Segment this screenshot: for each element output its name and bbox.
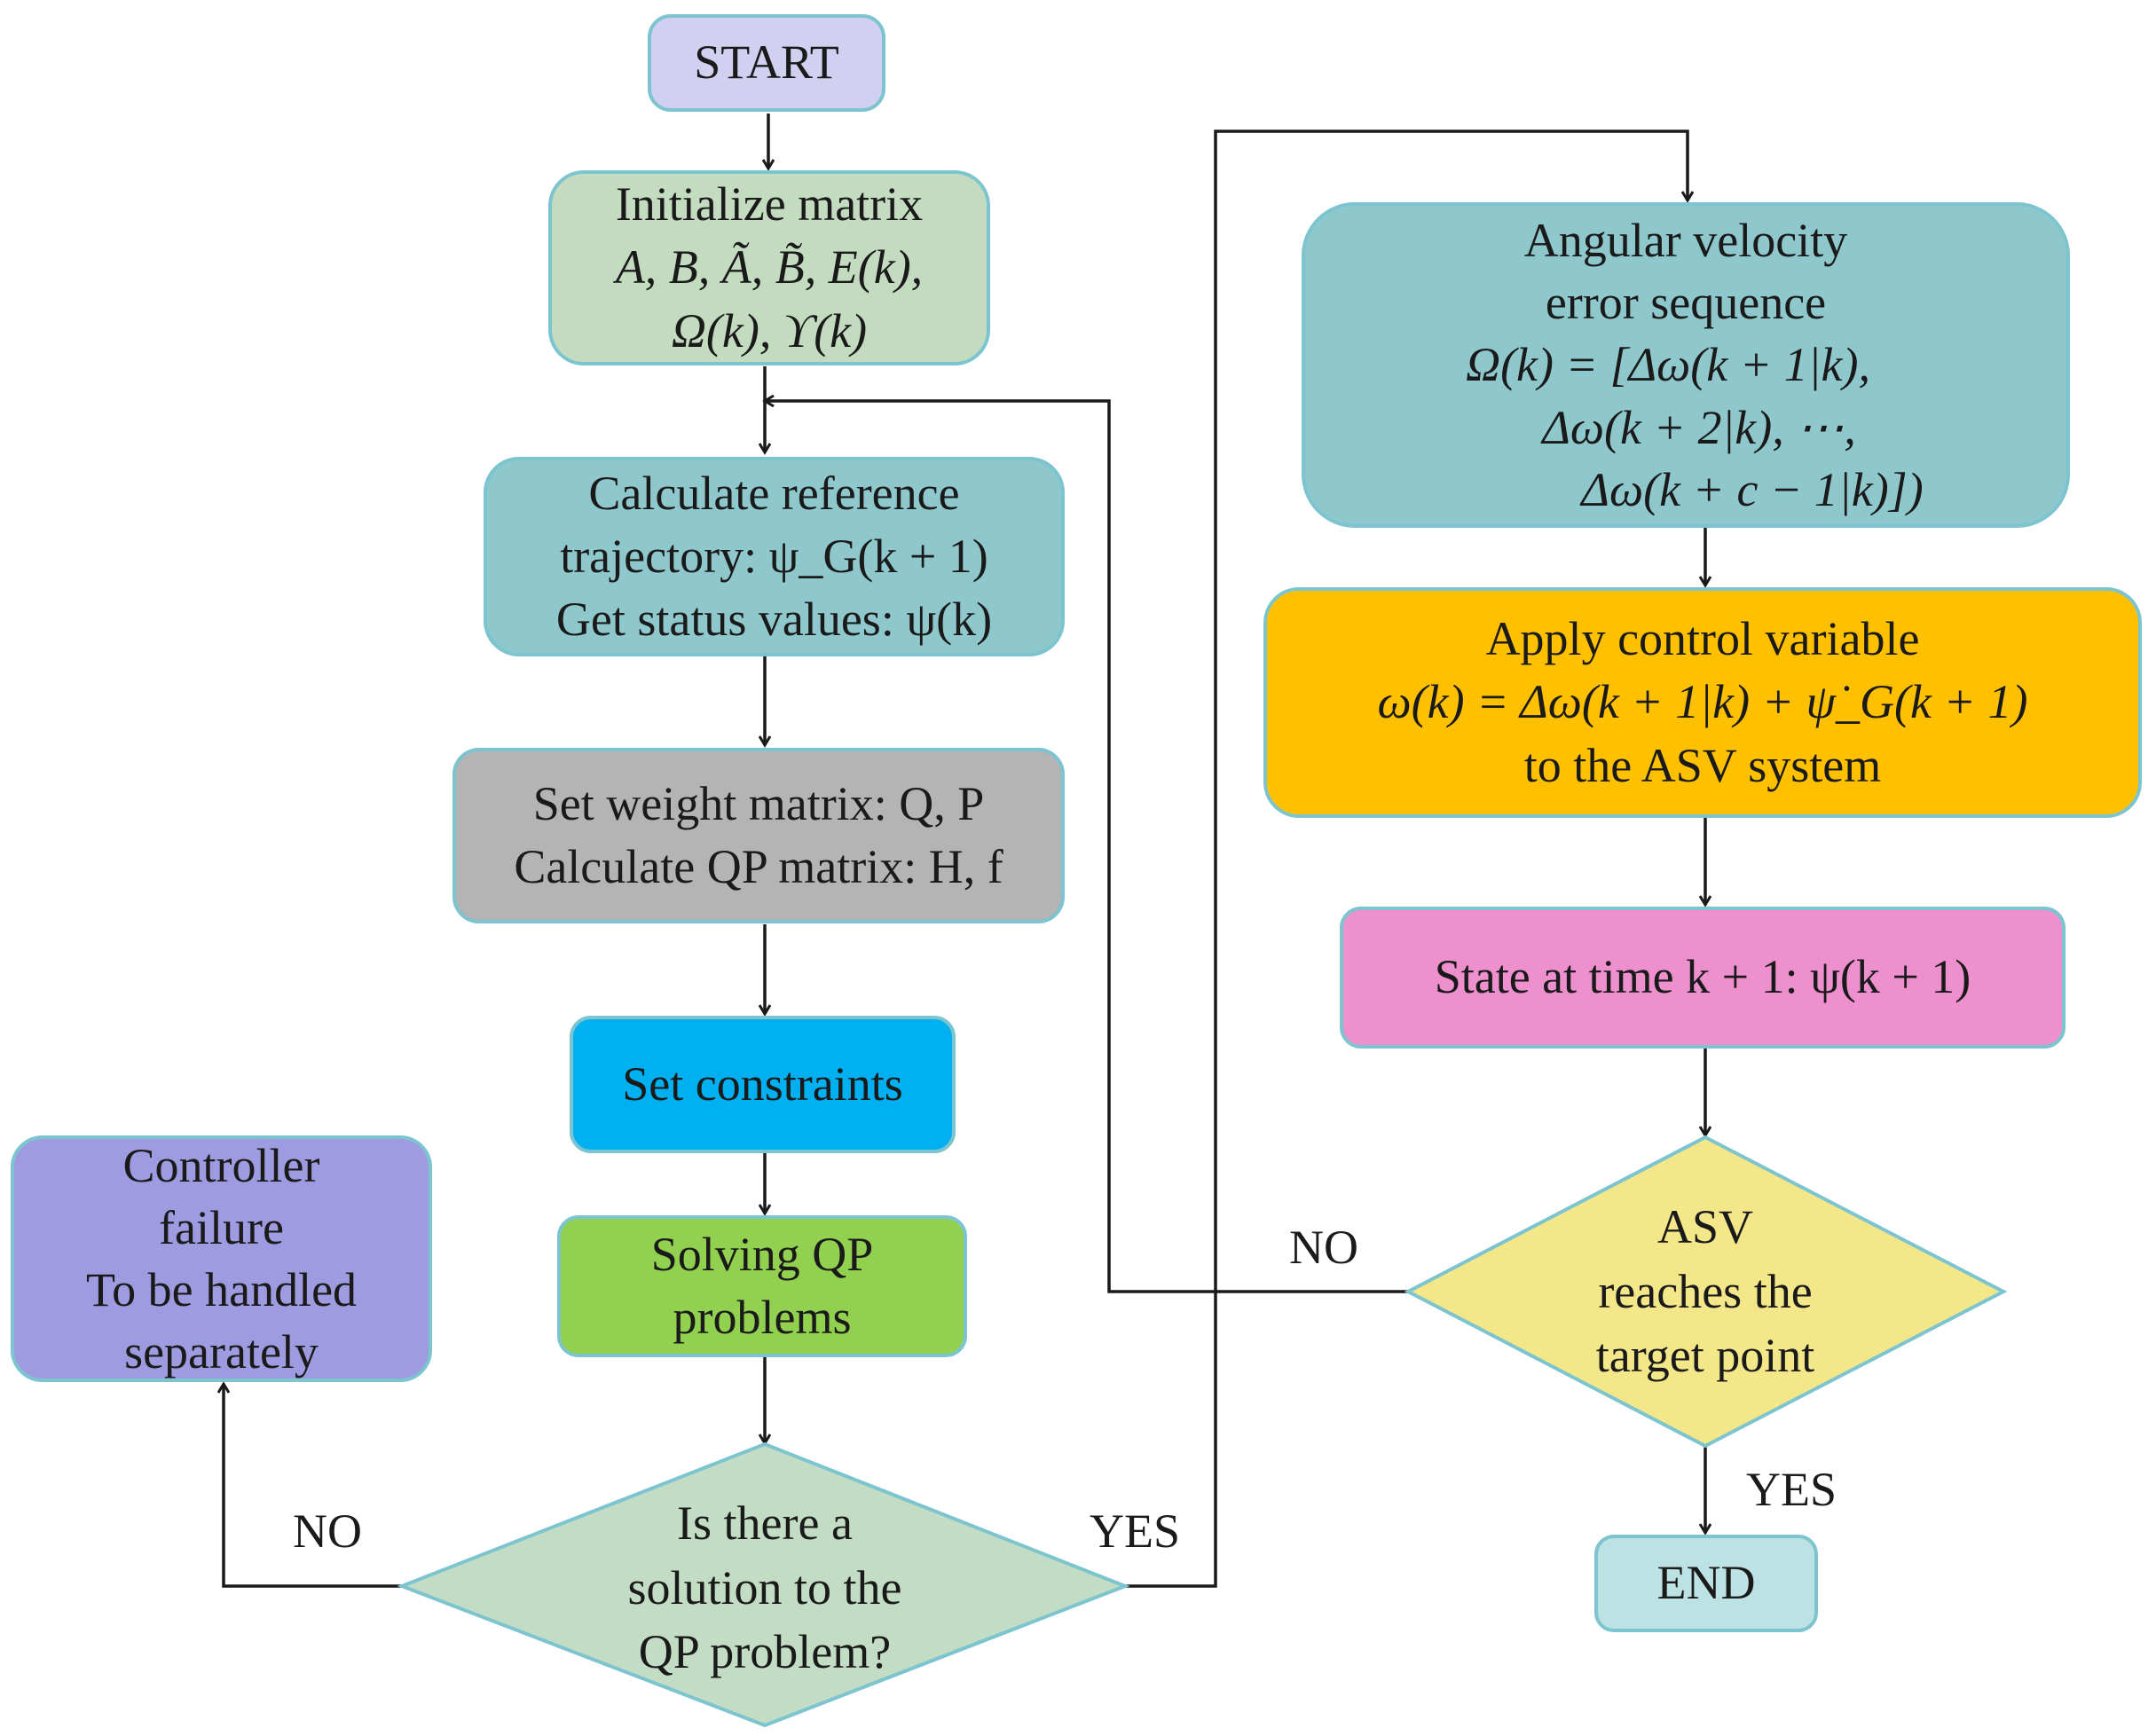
decision-target-shape xyxy=(1404,1135,2008,1449)
solution-line-2: solution to the xyxy=(627,1560,902,1614)
failure-node: Controller failure To be handled separat… xyxy=(11,1135,432,1382)
label-yes-end: YES xyxy=(1746,1463,1837,1516)
constraints-node: Set constraints xyxy=(570,1016,956,1153)
reference-line-1: Calculate reference xyxy=(588,466,960,520)
arrow-target-loop xyxy=(765,401,1408,1293)
failure-line-2: failure xyxy=(159,1200,284,1254)
angular-line-5: Δω(k + c − 1|k)]) xyxy=(1581,462,1924,516)
angular-node: Angular velocity error sequence Ω(k) = [… xyxy=(1302,202,2070,528)
angular-line-4: Δω(k + 2|k), ⋯, xyxy=(1542,400,1856,454)
solving-node: Solving QP problems xyxy=(557,1215,967,1357)
apply-line-2: ω(k) = Δω(k + 1|k) + ψ̇_G(k + 1) xyxy=(1377,675,2028,729)
start-node: START xyxy=(648,14,885,112)
solution-line-1: Is there a xyxy=(677,1496,853,1550)
initialize-node: Initialize matrix A, B, Ã, B̃, E(k), Ω(k… xyxy=(548,170,990,365)
reference-line-3: Get status values: ψ(k) xyxy=(555,593,993,647)
initialize-line-2: A, B, Ã, B̃, E(k), xyxy=(615,240,924,295)
weight-node: Set weight matrix: Q, P Calculate QP mat… xyxy=(452,748,1065,923)
constraints-text: Set constraints xyxy=(622,1057,903,1111)
failure-line-1: Controller xyxy=(122,1138,320,1192)
initialize-line-1: Initialize matrix xyxy=(615,177,924,232)
target-line-3: target point xyxy=(1595,1329,1815,1383)
initialize-line-3: Ω(k), ϒ(k) xyxy=(671,303,868,357)
apply-line-3: to the ASV system xyxy=(1523,738,1882,792)
angular-line-1: Angular velocity xyxy=(1523,214,1848,268)
decision-solution-text: Is there a solution to the QP problem? xyxy=(543,1490,987,1685)
solving-line-1: Solving QP xyxy=(650,1227,874,1281)
angular-line-3: Ω(k) = [Δω(k + 1|k), xyxy=(1466,338,1870,392)
label-yes-solution: YES xyxy=(1090,1504,1181,1558)
weight-line-1: Set weight matrix: Q, P xyxy=(532,776,985,830)
reference-node: Calculate reference trajectory: ψ_G(k + … xyxy=(484,457,1065,656)
end-text: END xyxy=(1656,1556,1756,1610)
failure-line-4: separately xyxy=(124,1325,319,1379)
state-node: State at time k + 1: ψ(k + 1) xyxy=(1340,907,2066,1049)
target-line-2: reaches the xyxy=(1598,1264,1813,1318)
solving-line-2: problems xyxy=(673,1291,852,1344)
decision-solution-shape xyxy=(397,1441,1130,1728)
start-text: START xyxy=(694,35,839,90)
angular-line-2: error sequence xyxy=(1545,276,1827,330)
arrow-decision-failure xyxy=(224,1384,402,1588)
label-no-target: NO xyxy=(1289,1221,1358,1274)
state-text: State at time k + 1: ψ(k + 1) xyxy=(1434,950,1971,1004)
apply-line-1: Apply control variable xyxy=(1485,612,1920,666)
end-node: END xyxy=(1594,1535,1818,1632)
arrow-decision-angular xyxy=(1125,130,1688,1588)
target-line-1: ASV xyxy=(1656,1199,1754,1253)
failure-line-3: To be handled xyxy=(85,1263,358,1316)
label-no-failure: NO xyxy=(293,1504,362,1558)
solution-line-3: QP problem? xyxy=(638,1625,892,1679)
weight-line-2: Calculate QP matrix: H, f xyxy=(514,840,1003,893)
reference-line-2: trajectory: ψ_G(k + 1) xyxy=(560,529,988,583)
decision-target-text: ASV reaches the target point xyxy=(1528,1194,1883,1389)
apply-node: Apply control variable ω(k) = Δω(k + 1|k… xyxy=(1263,587,2142,818)
